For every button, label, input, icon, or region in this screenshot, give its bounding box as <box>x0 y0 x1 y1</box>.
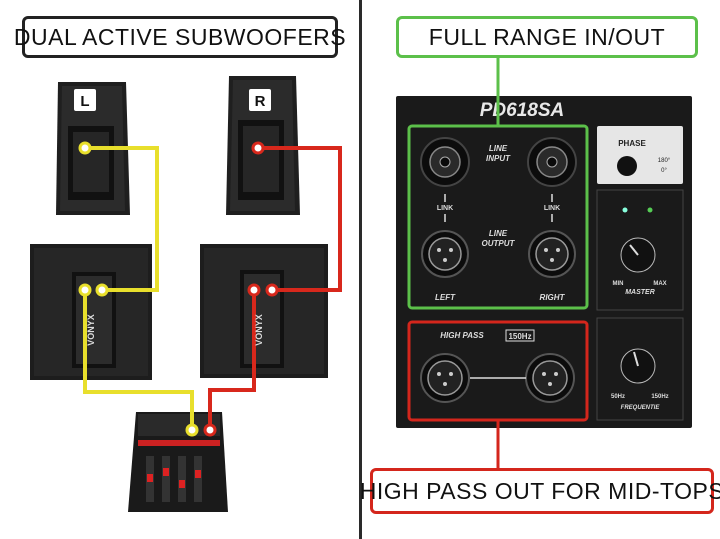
frequency-section <box>596 317 684 421</box>
amp-panel: PD618SA LINE INPUT LINK LINK <box>396 96 692 428</box>
phase-section <box>597 126 683 184</box>
line-input-label-2: INPUT <box>486 154 511 163</box>
xlr-highpass-left <box>420 353 470 403</box>
master-label: MASTER <box>625 289 655 296</box>
combo-input-left <box>420 137 470 187</box>
right-cable <box>258 146 342 292</box>
freq-high: 150Hz <box>651 394 668 400</box>
link-label-right: LINK <box>544 205 560 212</box>
master-max: MAX <box>653 281 666 287</box>
master-section <box>596 189 684 311</box>
speaker-left-badge: L <box>80 93 89 110</box>
right-sub-brand: VONYX <box>254 314 264 346</box>
right-sub-to-mixer-cable <box>208 290 256 430</box>
frequency-knob[interactable] <box>620 348 656 384</box>
right-subwoofer <box>200 244 328 378</box>
left-label: LEFT <box>435 293 456 302</box>
phase-180: 180° <box>658 158 671 164</box>
line-input-label-1: LINE <box>489 144 508 153</box>
right-label: RIGHT <box>540 293 566 302</box>
high-pass-freq: 150Hz <box>508 332 531 341</box>
high-pass-label: HIGH PASS <box>440 331 484 340</box>
center-divider <box>359 0 362 539</box>
full-range-label: FULL RANGE IN/OUT <box>396 16 698 58</box>
line-output-label-2: OUTPUT <box>482 239 516 248</box>
left-title: DUAL ACTIVE SUBWOOFERS <box>14 16 346 58</box>
phase-knob[interactable] <box>617 156 637 176</box>
high-pass-out-label: HIGH PASS OUT FOR MID-TOPS <box>360 468 720 514</box>
frequentie-label: FREQUENTIE <box>621 405 661 411</box>
line-output-label-1: LINE <box>489 229 508 238</box>
speaker-right-badge: R <box>255 93 266 110</box>
left-top-speaker <box>56 82 130 215</box>
link-label-left: LINK <box>437 205 453 212</box>
master-min: MIN <box>613 281 624 287</box>
xlr-highpass-right <box>525 353 575 403</box>
freq-low: 50Hz <box>611 394 625 400</box>
left-subwoofer <box>30 244 152 380</box>
xlr-output-left <box>421 230 469 278</box>
master-knob[interactable] <box>620 237 656 273</box>
combo-input-right <box>527 137 577 187</box>
model-label: PD618SA <box>480 100 565 121</box>
mixer <box>128 412 228 512</box>
left-sub-to-mixer-cable <box>83 290 194 430</box>
left-cable <box>85 146 159 292</box>
phase-0: 0° <box>661 168 667 174</box>
left-sub-brand: VONYX <box>86 314 96 346</box>
xlr-output-right <box>528 230 576 278</box>
phase-label: PHASE <box>618 139 646 148</box>
